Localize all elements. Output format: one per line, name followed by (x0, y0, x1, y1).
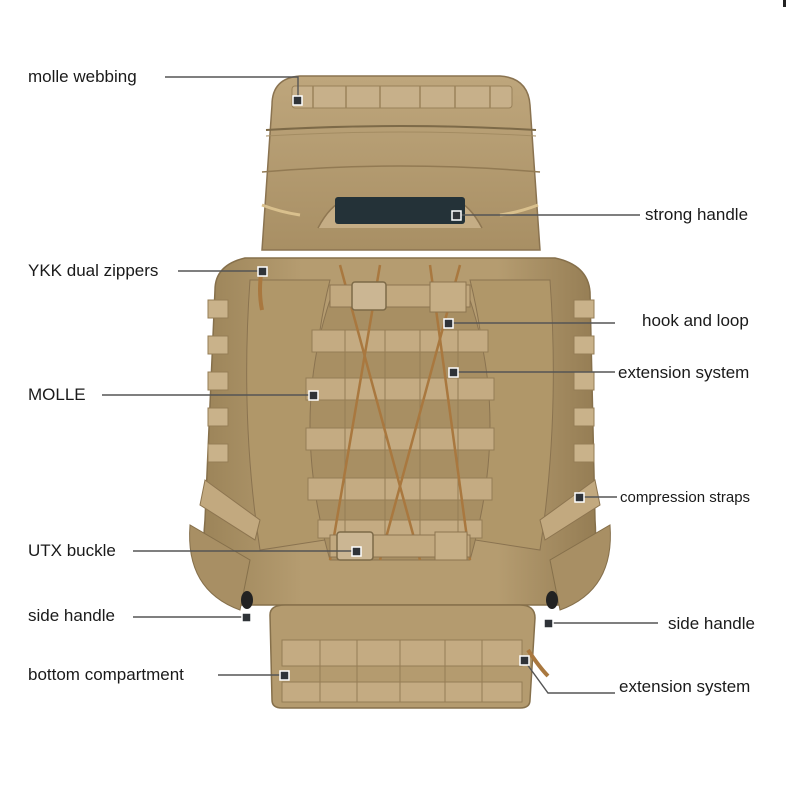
top-lid (261, 75, 541, 251)
label-molle-webbing: molle webbing (28, 67, 137, 86)
marker-molle (308, 390, 319, 401)
marker-bottom-compartment (279, 670, 290, 681)
marker-strong-handle (451, 210, 462, 221)
marker-extension-lower (519, 655, 530, 666)
label-side-handle-right: side handle (668, 614, 755, 633)
label-extension-system-lower: extension system (619, 677, 751, 696)
label-compression-straps: compression straps (620, 489, 751, 506)
bottom-compartment-shape (269, 604, 550, 709)
utx-buckle-shape (336, 531, 374, 561)
callout-markers (241, 95, 585, 681)
label-utx-buckle: UTX buckle (28, 541, 116, 560)
label-extension-system-upper: extension system (618, 363, 750, 382)
handle-pad (335, 197, 465, 224)
marker-compression-straps (574, 492, 585, 503)
marker-molle-webbing (292, 95, 303, 106)
label-hook-and-loop: hook and loop (642, 311, 749, 330)
label-side-handle-left: side handle (28, 606, 115, 625)
marker-side-handle-left (241, 612, 252, 623)
top-buckle (351, 281, 387, 311)
marker-ykk-zippers (257, 266, 268, 277)
corner-artifact (783, 0, 786, 7)
label-bottom-compartment: bottom compartment (28, 665, 184, 684)
main-body (199, 257, 601, 606)
label-molle: MOLLE (28, 385, 86, 404)
marker-extension-upper (448, 367, 459, 378)
label-strong-handle: strong handle (645, 205, 749, 224)
marker-side-handle-right (543, 618, 554, 629)
label-ykk-dual-zippers: YKK dual zippers (28, 261, 159, 280)
marker-hook-and-loop (443, 318, 454, 329)
leader-lines (102, 76, 658, 694)
marker-utx-buckle (351, 546, 362, 557)
